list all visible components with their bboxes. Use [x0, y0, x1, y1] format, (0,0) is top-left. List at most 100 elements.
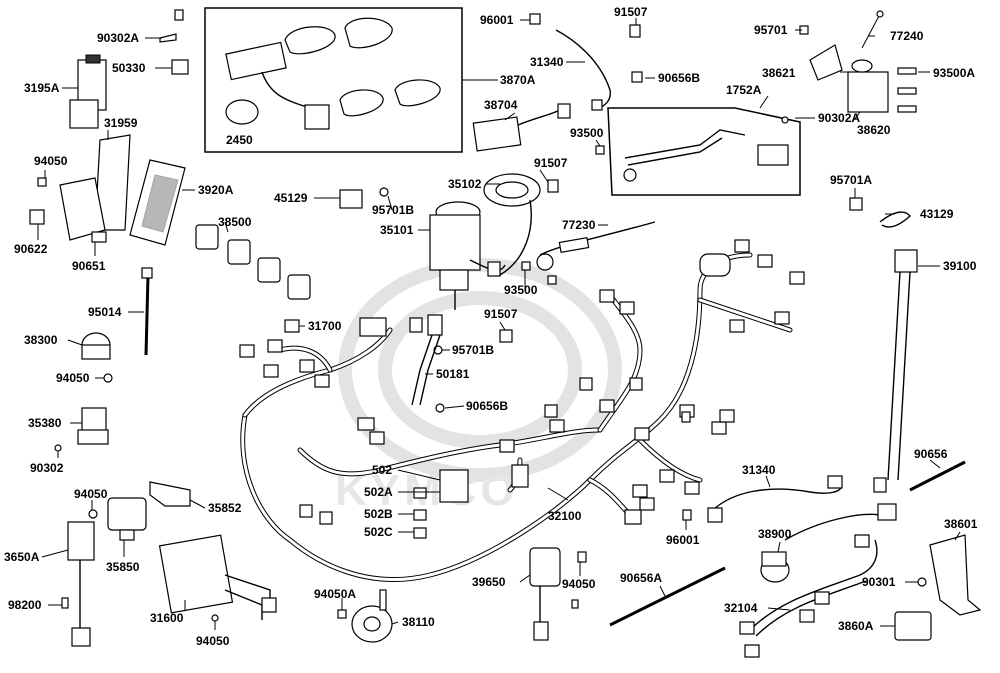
- part-35850-relay: [88, 497, 147, 541]
- label-32100: 32100: [548, 509, 582, 523]
- label-35850: 35850: [106, 560, 140, 574]
- small-parts-right: [681, 411, 691, 423]
- part-1752A-box: [607, 107, 801, 196]
- part-502-relays: [413, 469, 469, 539]
- main-wiring-harness: [239, 239, 805, 582]
- part-38621: [799, 25, 843, 81]
- label-93500-mid: 93500: [504, 283, 538, 297]
- label-31959: 31959: [104, 116, 138, 130]
- label-96001-low: 96001: [666, 533, 700, 547]
- label-93500A: 93500A: [933, 66, 975, 80]
- part-38500-switches: [195, 224, 311, 300]
- label-94050-upper: 94050: [74, 487, 108, 501]
- part-31600-regulator: [158, 534, 277, 622]
- label-3195A: 3195A: [24, 81, 60, 95]
- part-50181: [409, 314, 445, 413]
- part-35101-ignition: [429, 201, 506, 310]
- label-77230: 77230: [562, 218, 596, 232]
- part-95014-strap: [141, 267, 153, 356]
- label-50181: 50181: [436, 367, 470, 381]
- part-38110-horn: [337, 589, 393, 643]
- label-502C: 502C: [364, 525, 393, 539]
- label-90651: 90651: [72, 259, 106, 273]
- part-31340-top: [555, 29, 612, 111]
- label-35852: 35852: [208, 501, 242, 515]
- label-90656A: 90656A: [620, 571, 662, 585]
- label-39100: 39100: [943, 259, 977, 273]
- kymco-watermark: KYMCO: [335, 258, 622, 515]
- part-35102-ring: [483, 173, 541, 276]
- label-90302A: 90302A: [97, 31, 139, 45]
- part-39100: [873, 249, 918, 493]
- label-94050A: 94050A: [314, 587, 356, 601]
- label-38500: 38500: [218, 215, 252, 229]
- label-3870A: 3870A: [500, 73, 536, 87]
- part-labels: 96001 91507 95701 77240 90302A 50330 319…: [4, 5, 978, 648]
- label-91507-mid: 91507: [534, 156, 568, 170]
- label-35380: 35380: [28, 416, 62, 430]
- label-95701A: 95701A: [830, 173, 872, 187]
- label-38110: 38110: [402, 615, 435, 629]
- label-31340: 31340: [530, 55, 564, 69]
- label-38900: 38900: [758, 527, 792, 541]
- label-94050-right: 94050: [562, 577, 596, 591]
- part-95701A-43129: [849, 197, 911, 228]
- label-502A: 502A: [364, 485, 393, 499]
- label-96001: 96001: [480, 13, 514, 27]
- label-90302: 90302: [30, 461, 64, 475]
- small-parts-top-center: [529, 13, 643, 193]
- label-95701B-mid: 95701B: [452, 343, 494, 357]
- label-91507-low: 91507: [484, 307, 518, 321]
- part-39650: [529, 547, 587, 641]
- screw-90302A-top: [159, 9, 184, 43]
- part-38704: [472, 103, 571, 152]
- small-parts-left: [29, 177, 107, 243]
- label-502: 502: [372, 463, 392, 477]
- part-3860A: [894, 611, 932, 641]
- label-90656B: 90656B: [658, 71, 700, 85]
- label-90302A-right: 90302A: [818, 111, 860, 125]
- label-98200: 98200: [8, 598, 42, 612]
- part-3870A-box: [204, 7, 498, 153]
- label-94050: 94050: [34, 154, 68, 168]
- part-3195A: [69, 54, 107, 129]
- part-31959-bracket: [59, 134, 131, 241]
- label-1752A: 1752A: [726, 83, 762, 97]
- small-parts-center: [284, 261, 557, 355]
- label-38704: 38704: [484, 98, 518, 112]
- label-38601: 38601: [944, 517, 978, 531]
- label-38300: 38300: [24, 333, 58, 347]
- label-38620: 38620: [857, 123, 891, 137]
- label-502B: 502B: [364, 507, 393, 521]
- label-90656: 90656: [914, 447, 948, 461]
- part-38620: [847, 10, 917, 113]
- part-90656A-strap: [609, 566, 726, 627]
- label-2450: 2450: [226, 133, 253, 147]
- part-38601-bracket: [917, 534, 982, 616]
- label-94050-mid: 94050: [56, 371, 90, 385]
- part-38300: [81, 332, 113, 383]
- part-90656-strap: [909, 460, 966, 492]
- label-50330: 50330: [112, 61, 146, 75]
- label-31700: 31700: [308, 319, 342, 333]
- part-3650A: [61, 521, 95, 647]
- label-91507: 91507: [614, 5, 648, 19]
- label-77240: 77240: [890, 29, 924, 43]
- label-32104: 32104: [724, 601, 758, 615]
- part-31340-right: [682, 475, 843, 523]
- label-43129: 43129: [920, 207, 954, 221]
- part-45129: [339, 187, 389, 209]
- label-31600: 31600: [150, 611, 184, 625]
- label-90622: 90622: [14, 242, 48, 256]
- label-38621: 38621: [762, 66, 796, 80]
- label-95014: 95014: [88, 305, 122, 319]
- leader-lines: [37, 18, 961, 630]
- label-45129: 45129: [274, 191, 308, 205]
- label-3650A: 3650A: [4, 550, 40, 564]
- part-50330: [171, 59, 189, 75]
- label-31340-mid: 31340: [742, 463, 776, 477]
- part-38900: [760, 503, 897, 583]
- label-90656B-mid: 90656B: [466, 399, 508, 413]
